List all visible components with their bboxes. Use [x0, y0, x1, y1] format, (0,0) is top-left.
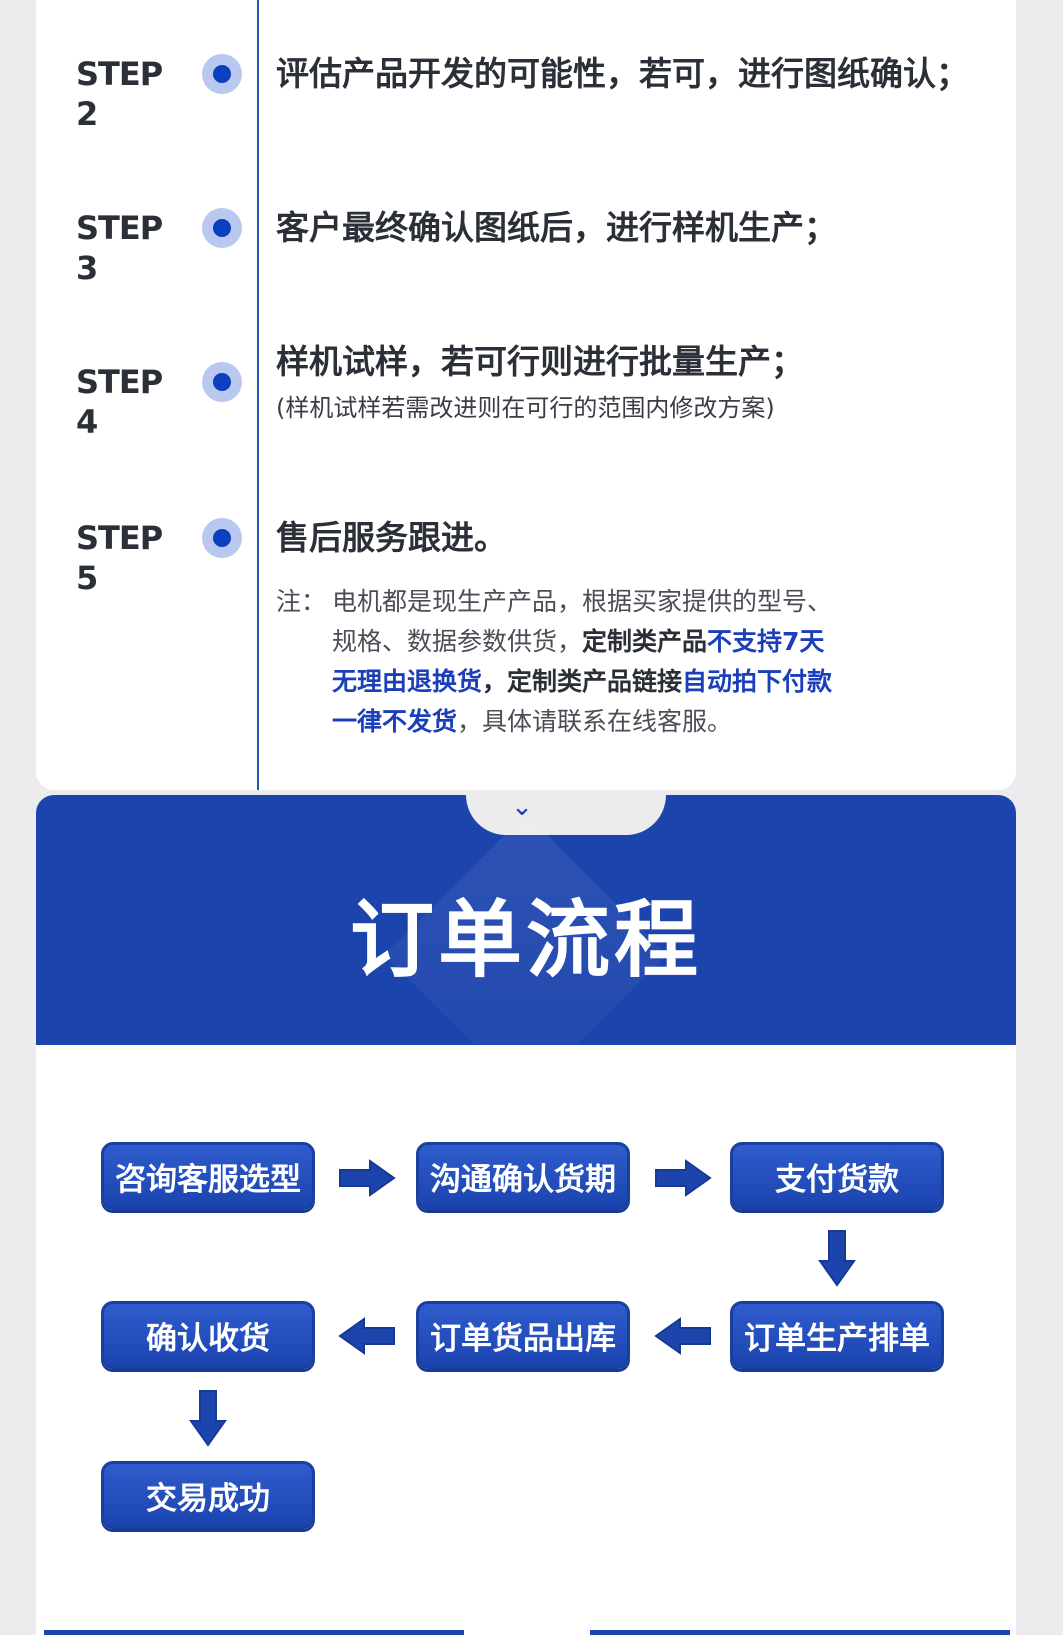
- note-lead: 注：: [276, 587, 327, 616]
- flow-step-done: 交易成功: [101, 1461, 315, 1529]
- note-emphasis: ，定制类产品链接: [482, 667, 683, 696]
- arrow-right-icon: [655, 1159, 712, 1197]
- process-steps-card: STEP 2 评估产品开发的可能性，若可，进行图纸确认； STEP 3 客户最终…: [36, 0, 1016, 790]
- order-process-banner: 订单流程: [36, 795, 1016, 1045]
- flow-step-ship: 订单货品出库: [416, 1301, 630, 1369]
- arrow-left-icon: [654, 1317, 711, 1355]
- flow-step-confirm-delivery: 沟通确认货期: [416, 1142, 630, 1210]
- note-highlight: 一律不发货: [332, 707, 458, 736]
- note-highlight: 无理由退换货: [332, 667, 483, 696]
- arrow-right-icon: [339, 1159, 396, 1197]
- flow-step-receive: 确认收货: [101, 1301, 315, 1369]
- step-label: STEP 4: [76, 363, 163, 441]
- step-label: STEP 2: [76, 55, 163, 133]
- arrow-left-icon: [338, 1317, 395, 1355]
- next-section-edge: [44, 1630, 464, 1635]
- note-emphasis: 定制类产品: [582, 627, 708, 656]
- step-text: 售后服务跟进。: [276, 518, 507, 557]
- note-text: ，具体请联系在线客服。: [457, 707, 733, 736]
- step-text: 样机试样，若可行则进行批量生产；: [276, 342, 804, 381]
- note-line: 规格、数据参数供货，定制类产品不支持7天: [332, 622, 824, 662]
- section-title: 订单流程: [349, 891, 702, 989]
- note-line: 一律不发货，具体请联系在线客服。: [332, 702, 732, 742]
- note-line: 电机都是现生产产品，根据买家提供的型号、: [332, 587, 833, 616]
- note-text: 规格、数据参数供货，: [332, 627, 583, 656]
- step-text: 评估产品开发的可能性，若可，进行图纸确认；: [276, 54, 969, 93]
- step-label: STEP 3: [76, 209, 163, 287]
- order-flow-card: 咨询客服选型 沟通确认货期 支付货款 订单生产排单 订单货品出库 确认收货 交易…: [36, 1045, 1016, 1635]
- step-label: STEP 5: [76, 519, 163, 597]
- note-highlight: 自动拍下付款: [682, 667, 833, 696]
- timeline-line: [257, 0, 259, 790]
- arrow-down-icon: [189, 1390, 227, 1447]
- banner-notch: [466, 795, 666, 835]
- timeline-dot-icon: [202, 362, 242, 402]
- step-text: 客户最终确认图纸后，进行样机生产；: [276, 208, 837, 247]
- note-highlight: 不支持7天: [707, 627, 825, 656]
- timeline-dot-icon: [202, 518, 242, 558]
- flow-step-schedule: 订单生产排单: [730, 1301, 944, 1369]
- flow-step-pay: 支付货款: [730, 1142, 944, 1210]
- timeline-dot-icon: [202, 208, 242, 248]
- step-subtext: (样机试样若需改进则在可行的范围内修改方案): [276, 394, 775, 422]
- chevron-down-icon: ⌄: [511, 792, 533, 822]
- next-section-edge: [590, 1630, 1010, 1635]
- note-line: 无理由退换货，定制类产品链接自动拍下付款: [332, 662, 832, 702]
- arrow-down-icon: [818, 1230, 856, 1287]
- timeline-dot-icon: [202, 54, 242, 94]
- flow-step-consult: 咨询客服选型: [101, 1142, 315, 1210]
